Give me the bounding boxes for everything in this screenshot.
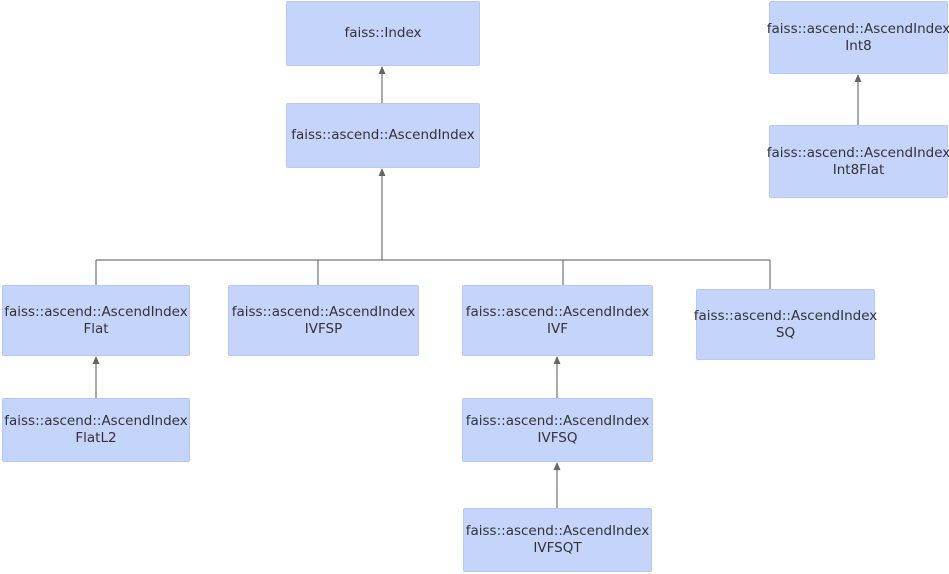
arrowhead-ascendindex [378,168,386,176]
node-label-line-1: faiss::Index [344,25,422,41]
node-label-line-2: Int8 [845,37,872,54]
arrowhead-ivfsq [553,462,561,470]
arrowhead-flat [92,356,100,364]
node-ascend-index-flat[interactable]: faiss::ascend::AscendIndex Flat [2,285,190,356]
node-label-line-1: faiss::ascend::AscendIndex [4,303,188,320]
node-label-line-1: faiss::ascend::AscendIndex [291,127,475,143]
node-ascend-index-int8flat[interactable]: faiss::ascend::AscendIndex Int8Flat [766,125,949,198]
node-label-line-2: IVFSP [304,320,343,337]
node-label-line-2: SQ [775,324,796,341]
node-label-line-1: faiss::ascend::AscendIndex [465,523,650,539]
node-label-line-1: faiss::ascend::AscendIndex [766,144,949,161]
node-faiss-index[interactable]: faiss::Index [286,1,480,66]
node-label-line-1: faiss::ascend::AscendIndex [231,303,416,320]
node-ascend-index[interactable]: faiss::ascend::AscendIndex [286,103,480,168]
node-ascend-index-ivf[interactable]: faiss::ascend::AscendIndex IVF [462,285,653,356]
arrowhead-int8 [854,74,862,82]
node-label-line-1: faiss::ascend::AscendIndex [693,307,878,324]
node-ascend-index-ivfsp[interactable]: faiss::ascend::AscendIndex IVFSP [228,285,419,356]
node-label-line-2: FlatL2 [75,430,117,446]
node-label-line-1: faiss::ascend::AscendIndex [4,413,188,429]
node-label-line-2: IVFSQ [537,430,578,446]
node-ascend-index-int8[interactable]: faiss::ascend::AscendIndex Int8 [766,1,949,74]
node-label-line-1: faiss::ascend::AscendIndex [465,303,650,320]
node-label-line-2: Int8Flat [832,161,885,178]
node-label-line-2: IVF [547,320,568,337]
node-ascend-index-ivfsq[interactable]: faiss::ascend::AscendIndex IVFSQ [462,398,653,462]
node-label-line-2: IVFSQT [533,540,582,556]
node-label-line-1: faiss::ascend::AscendIndex [766,20,949,37]
node-ascend-index-flatl2[interactable]: faiss::ascend::AscendIndex FlatL2 [2,398,190,462]
node-label-line-2: Flat [83,320,109,337]
node-ascend-index-sq[interactable]: faiss::ascend::AscendIndex SQ [693,289,878,360]
arrowhead-index [378,66,386,74]
node-ascend-index-ivfsqt[interactable]: faiss::ascend::AscendIndex IVFSQT [463,508,652,572]
arrowhead-ivf [553,356,561,364]
node-label-line-1: faiss::ascend::AscendIndex [465,413,650,429]
